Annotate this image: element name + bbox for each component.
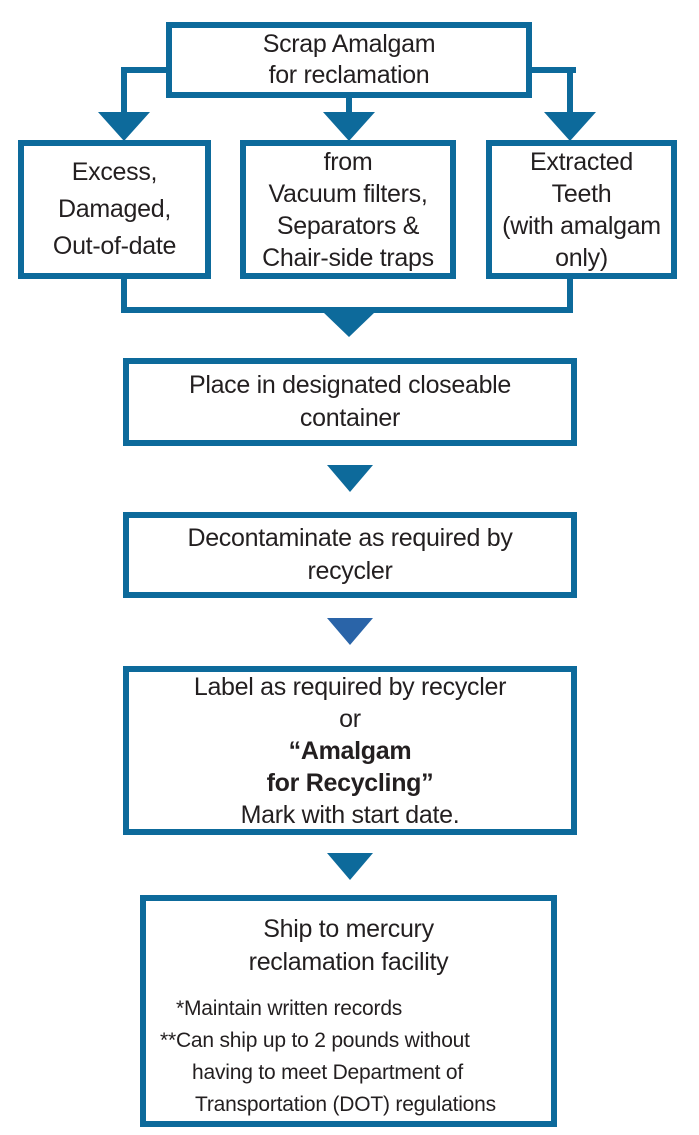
text-line: Chair-side traps bbox=[262, 243, 434, 272]
text-line: Decontaminate as required by bbox=[187, 524, 513, 552]
connector-merge-left-vertical bbox=[121, 273, 127, 313]
text-line: Label as required by recycler bbox=[193, 672, 507, 701]
arrow-down-to-vacuum-icon bbox=[323, 112, 375, 141]
text-line: reclamation facility bbox=[248, 948, 449, 976]
arrow-down-to-place-icon bbox=[323, 312, 375, 337]
decontaminate-box: Decontaminate as required by recycler bbox=[123, 512, 577, 598]
text-line: Ship to mercury bbox=[263, 915, 434, 943]
text-line: recycler bbox=[307, 557, 393, 585]
text-line: Separators & bbox=[276, 211, 420, 240]
connector-merge-right-vertical bbox=[567, 273, 573, 313]
text-line: Vacuum filters, bbox=[268, 179, 428, 208]
text-line: (with amalgam bbox=[502, 211, 661, 240]
label-box: Label as required by recycler or “Amalgam f… bbox=[123, 666, 577, 835]
text-line: for reclamation bbox=[268, 61, 430, 89]
arrow-down-to-teeth-icon bbox=[544, 112, 596, 141]
text-line: Out-of-date bbox=[52, 232, 177, 260]
scrap-amalgam-box: Scrap Amalgam for reclamation bbox=[166, 22, 532, 98]
text-line: having to meet Department of bbox=[192, 1061, 464, 1084]
text-line: Transportation (DOT) regulations bbox=[195, 1093, 496, 1116]
connector-right-horizontal bbox=[532, 67, 576, 73]
arrow-down-to-ship-icon bbox=[327, 853, 373, 880]
text-line: **Can ship up to 2 pounds without bbox=[160, 1029, 470, 1052]
connector-left-horizontal bbox=[122, 67, 166, 73]
text-line: for Recycling” bbox=[266, 768, 434, 797]
ship-box-title: Ship to mercury reclamation facility bbox=[146, 913, 551, 979]
connector-merge-horizontal bbox=[121, 307, 573, 313]
text-line: Teeth bbox=[551, 179, 612, 208]
text-line: from bbox=[323, 147, 373, 176]
text-line: only) bbox=[555, 243, 608, 272]
text-line: Mark with start date. bbox=[240, 800, 460, 829]
excess-damaged-box: Excess, Damaged, Out-of-date bbox=[18, 140, 211, 279]
connector-right-vertical bbox=[567, 67, 573, 117]
text-line: *Maintain written records bbox=[176, 997, 403, 1020]
ship-reclamation-box: Ship to mercury reclamation facility *Mai… bbox=[140, 895, 557, 1127]
connector-left-vertical bbox=[121, 67, 127, 117]
arrow-down-to-decontaminate-icon bbox=[327, 465, 373, 492]
ship-box-footnotes: *Maintain written records **Can ship up t… bbox=[146, 993, 551, 1121]
text-line: or bbox=[339, 704, 361, 733]
text-line: Excess, bbox=[71, 158, 158, 186]
arrow-down-to-excess-icon bbox=[98, 112, 150, 141]
text-line: Place in designated closeable bbox=[188, 371, 512, 399]
text-line: “Amalgam bbox=[288, 736, 412, 765]
text-line: container bbox=[299, 404, 401, 432]
text-line: Damaged, bbox=[58, 195, 171, 223]
arrow-down-to-label-icon bbox=[327, 618, 373, 645]
text-line: Extracted bbox=[530, 147, 633, 176]
connector-center-vertical bbox=[346, 96, 352, 117]
text-line: Scrap Amalgam bbox=[262, 30, 436, 58]
place-container-box: Place in designated closeable container bbox=[123, 358, 577, 446]
